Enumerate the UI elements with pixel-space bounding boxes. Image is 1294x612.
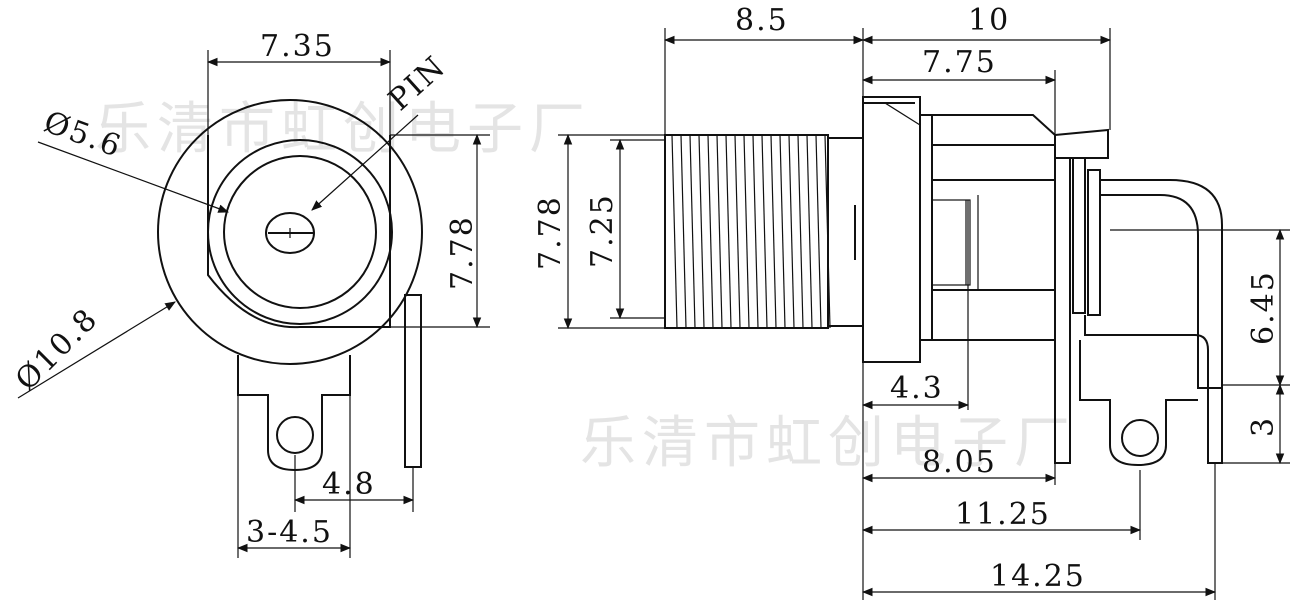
- front-outer-dia-label: Ø10.8: [9, 301, 105, 397]
- thread-line: [680, 134, 687, 329]
- side-flange: [862, 96, 921, 363]
- thread-line: [815, 134, 822, 329]
- side-pin1-x-label: 4.3: [890, 371, 944, 406]
- side-bent-contact: [1100, 179, 1223, 389]
- side-body-len-label: 10: [968, 3, 1010, 38]
- thread-line: [788, 134, 795, 329]
- front-body-outline: [207, 135, 391, 329]
- thread-line: [707, 134, 714, 329]
- front-tab-hole: [276, 416, 314, 454]
- front-inner-circle: [223, 155, 377, 309]
- thread-line: [734, 134, 741, 329]
- thread-line: [779, 134, 786, 329]
- side-pin2-x-label: 8.05: [922, 445, 997, 480]
- thread-line: [689, 134, 696, 329]
- watermark-top: 乐清市虹创电子厂: [95, 97, 591, 162]
- side-tab-h-label: 3: [1246, 416, 1281, 437]
- side-total-x-label: 14.25: [990, 559, 1086, 594]
- thread-line: [743, 134, 750, 329]
- thread-line: [752, 134, 759, 329]
- side-tab: [1079, 340, 1198, 467]
- side-top-len-label: 7.75: [922, 45, 997, 80]
- front-height-label: 7.78: [445, 215, 480, 290]
- thread-line: [770, 134, 777, 329]
- front-width-label: 7.35: [260, 29, 335, 64]
- side-housing: [920, 114, 1056, 341]
- side-outer-h-label: 7.78: [533, 195, 568, 270]
- thread-line: [698, 134, 705, 329]
- thread-line: [725, 134, 732, 329]
- thread-line: [806, 134, 813, 329]
- front-outer-circle: [157, 99, 423, 365]
- watermark-bottom: 乐清市虹创电子厂: [580, 411, 1076, 476]
- front-center-pin: [265, 212, 315, 254]
- front-tab-range-label: 3-4.5: [246, 515, 333, 550]
- front-pin: [404, 294, 422, 468]
- side-pin-2: [1072, 157, 1086, 314]
- side-pin3-x-label: 11.25: [955, 497, 1051, 532]
- thread-line: [716, 134, 723, 329]
- thread-line: [761, 134, 768, 329]
- thread-line: [671, 134, 678, 329]
- thread-line: [797, 134, 804, 329]
- side-inner-h-label: 7.25: [585, 193, 620, 268]
- side-view: 8.5 10 7.75 7.78 7.25 6.45 3 4.3 8.05 11…: [533, 3, 1290, 600]
- side-pin-h-label: 6.45: [1246, 270, 1281, 345]
- side-thread-lines: [671, 134, 831, 329]
- front-pin-offset-label: 4.8: [322, 467, 376, 502]
- front-mid-circle: [207, 139, 393, 325]
- side-pin-1: [1054, 157, 1071, 464]
- side-thread-len-label: 8.5: [735, 3, 789, 38]
